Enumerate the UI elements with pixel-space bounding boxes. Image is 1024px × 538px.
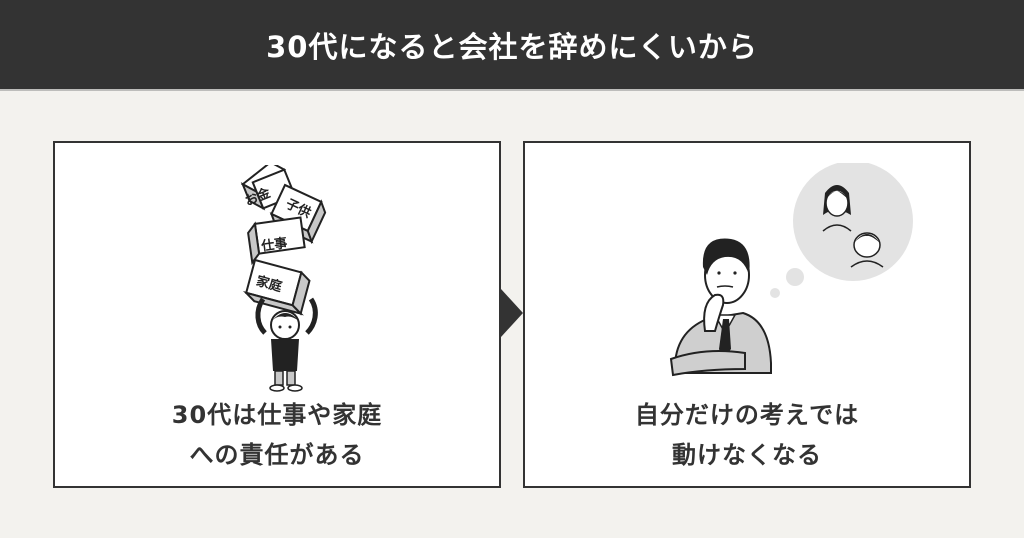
box-label-work: 仕事 bbox=[259, 235, 288, 255]
card-caption: 自分だけの考えでは 動けなくなる bbox=[525, 395, 969, 475]
page-title: 30代になると会社を辞めにくいから bbox=[266, 30, 758, 64]
arrow-right-icon bbox=[501, 289, 523, 337]
thought-bubble bbox=[793, 163, 913, 281]
caption-line-2: への責任がある bbox=[189, 441, 365, 469]
caption-line-1: 30代は仕事や家庭 bbox=[171, 401, 383, 429]
card-responsibility: お金 子供 仕事 家庭 bbox=[53, 141, 501, 488]
businessman-thinking-illustration bbox=[669, 163, 913, 377]
caption-line-2: 動けなくなる bbox=[672, 441, 822, 469]
header-divider bbox=[0, 89, 1024, 91]
box-label-family: 家庭 bbox=[254, 273, 284, 295]
card-cannot-act-alone: 自分だけの考えでは 動けなくなる bbox=[523, 141, 971, 488]
page-header: 30代になると会社を辞めにくいから bbox=[0, 0, 1024, 90]
caption-line-1: 自分だけの考えでは bbox=[634, 401, 860, 429]
card-caption: 30代は仕事や家庭 への責任がある bbox=[55, 395, 499, 475]
person-holding-boxes-illustration: お金 子供 仕事 家庭 bbox=[240, 165, 327, 392]
